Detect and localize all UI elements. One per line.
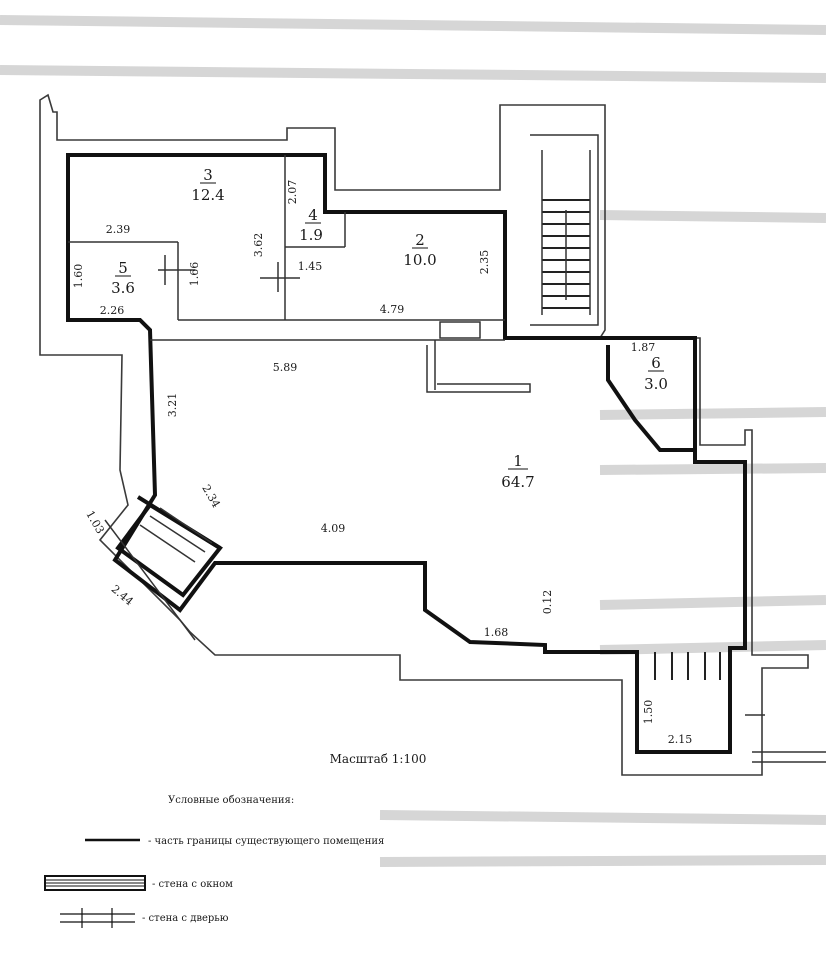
stairs-bottom — [654, 652, 765, 716]
dim-2-15: 2.15 — [668, 733, 693, 746]
dim-4-09: 4.09 — [321, 522, 346, 535]
legend: Условные обозначения: - часть границы су… — [44, 795, 384, 928]
dim-2-39: 2.39 — [106, 223, 131, 236]
dim-0-12: 0.12 — [541, 590, 554, 615]
room-4-number: 4 — [308, 206, 318, 224]
room-1-area: 64.7 — [501, 473, 534, 491]
dim-2-26: 2.26 — [100, 304, 125, 317]
dim-1-60: 1.60 — [72, 264, 85, 289]
room-1-number: 1 — [513, 452, 523, 470]
legend-window-wall-label: - стена с окном — [152, 879, 233, 890]
dim-2-34: 2.34 — [199, 482, 223, 510]
room-6-area: 3.0 — [644, 375, 668, 393]
dim-1-45: 1.45 — [298, 260, 323, 273]
room-labels: 3 12.4 4 1.9 2 10.0 5 3.6 1 64.7 6 3.0 — [111, 166, 668, 491]
dim-1-68: 1.68 — [484, 626, 509, 639]
interior-partitions — [68, 155, 531, 393]
room-2-number: 2 — [415, 231, 425, 249]
outer-walls — [39, 93, 826, 776]
background-ghost-lines — [0, 15, 826, 867]
room-3-number: 3 — [203, 166, 213, 184]
legend-door-wall-symbol — [60, 908, 135, 928]
scale-label: Масштаб 1:100 — [330, 752, 427, 766]
dim-1-03: 1.03 — [83, 508, 107, 536]
room-3-area: 12.4 — [191, 186, 224, 204]
dim-1-66: 1.66 — [188, 262, 201, 287]
dim-4-79: 4.79 — [380, 303, 405, 316]
room-6-number: 6 — [651, 354, 661, 372]
window-block — [104, 502, 223, 641]
dim-1-87: 1.87 — [631, 341, 656, 354]
dim-2-07: 2.07 — [286, 180, 299, 205]
premises-boundary — [66, 153, 747, 754]
dim-2-35: 2.35 — [478, 250, 491, 275]
room-5-number: 5 — [118, 259, 128, 277]
legend-window-wall-symbol — [44, 875, 146, 891]
dim-3-21: 3.21 — [166, 393, 179, 418]
room-4-area: 1.9 — [299, 226, 323, 244]
dim-1-50: 1.50 — [642, 700, 655, 725]
legend-door-wall-label: - стена с дверью — [142, 913, 229, 924]
dim-3-62: 3.62 — [252, 233, 265, 258]
dim-5-89: 5.89 — [273, 361, 298, 374]
stairs-top — [541, 150, 591, 315]
legend-boundary-line-label: - часть границы существующего помещения — [148, 836, 384, 847]
room-2-area: 10.0 — [403, 251, 436, 269]
room-5-area: 3.6 — [111, 279, 135, 297]
legend-title: Условные обозначения: — [168, 795, 294, 806]
dim-2-44: 2.44 — [109, 582, 136, 608]
